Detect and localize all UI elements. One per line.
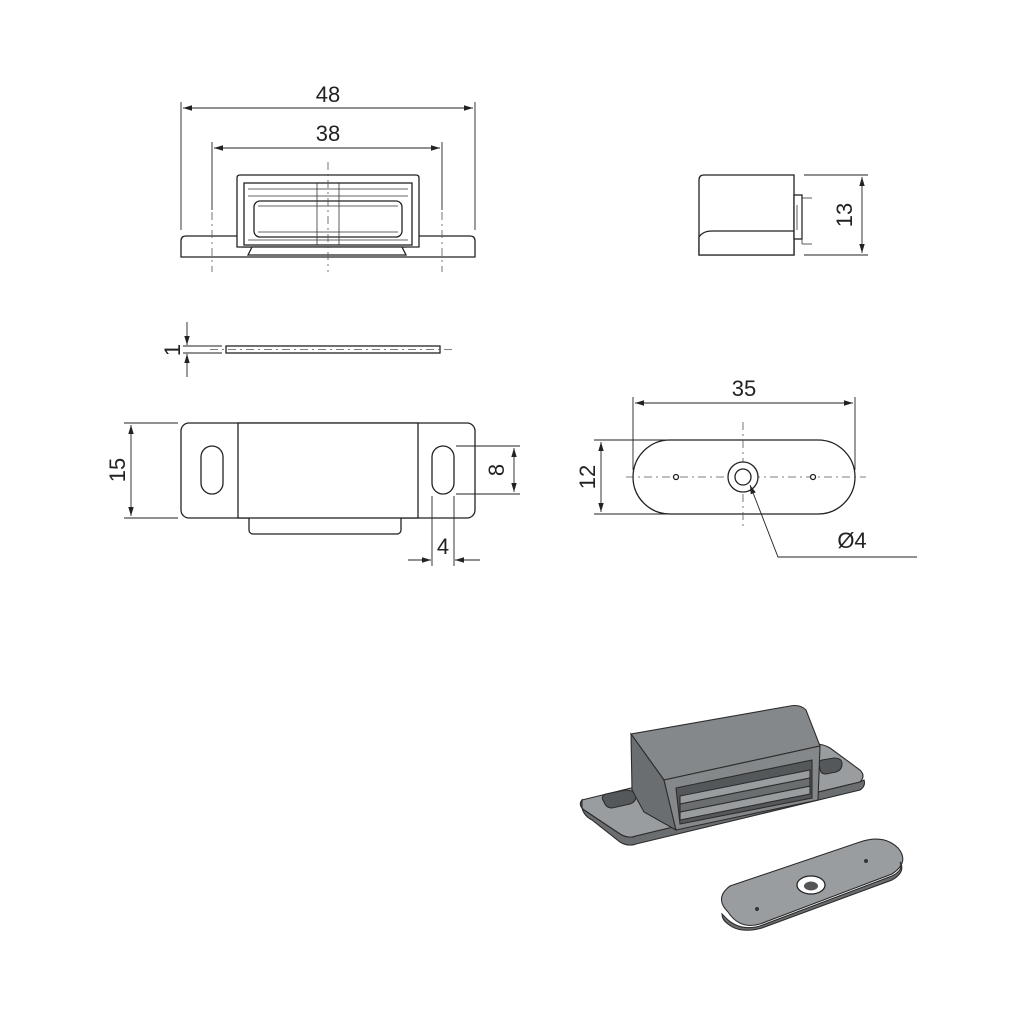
side-view [698,174,812,256]
dimension-housing-length: 38 [211,121,443,210]
dim-label-8: 8 [484,464,509,476]
dimension-plate-width: 12 [575,439,668,515]
dim-label-4: 4 [437,534,449,559]
strike-plate-view [626,422,866,530]
dimension-overall-length: 48 [180,82,476,230]
dimension-slot-width: 4 [408,496,480,566]
front-view [180,162,476,272]
dim-label-d4: Ø4 [837,528,866,553]
dim-label-35: 35 [732,376,756,401]
plate-edge-view [210,345,456,354]
top-view [180,422,476,535]
dim-label-12: 12 [575,465,600,489]
isometric-catch-body [579,704,866,846]
dim-label-1: 1 [160,344,185,356]
dimension-hole-diameter: Ø4 [749,484,917,558]
dim-label-48: 48 [316,82,340,107]
dim-label-15: 15 [105,458,130,482]
dimension-plate-thickness: 1 [160,322,222,377]
dimension-slot-length: 8 [456,445,520,495]
dimension-height: 13 [804,174,868,256]
dimension-width: 15 [105,422,178,519]
dim-label-13: 13 [832,203,857,227]
dim-label-38: 38 [316,121,340,146]
isometric-strike-plate [720,838,904,931]
dimension-plate-length: 35 [632,376,856,470]
